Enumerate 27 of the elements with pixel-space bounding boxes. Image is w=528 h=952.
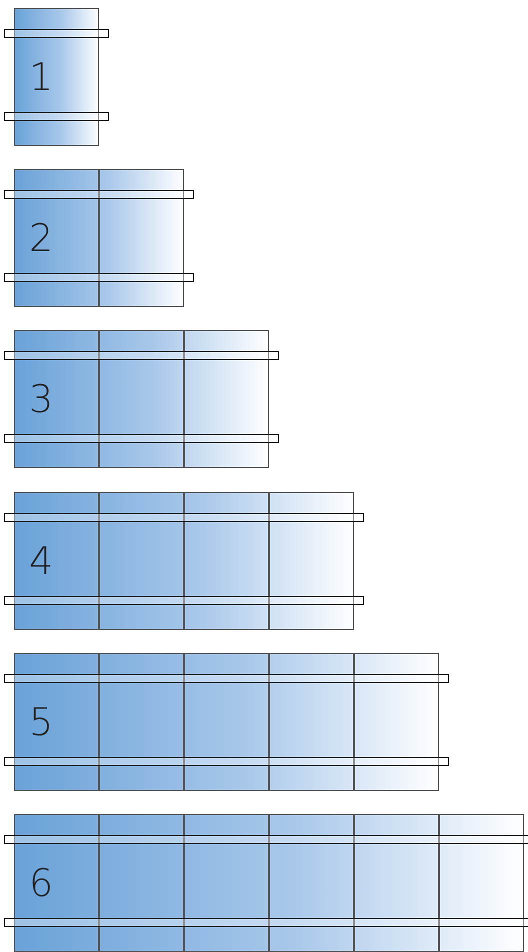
panel-number: 5	[29, 703, 54, 741]
panel	[99, 814, 184, 952]
panel-number: 2	[29, 219, 54, 257]
panel	[184, 653, 269, 791]
panel-number: 4	[29, 542, 54, 580]
panel	[99, 169, 184, 307]
panel	[184, 814, 269, 952]
panel	[184, 492, 269, 630]
panel	[354, 814, 439, 952]
panel	[14, 330, 99, 468]
panel-number: 6	[29, 864, 54, 902]
panel-number: 1	[29, 58, 54, 96]
panel	[99, 653, 184, 791]
panel	[14, 492, 99, 630]
panel	[354, 653, 439, 791]
panel	[269, 814, 354, 952]
panel	[269, 653, 354, 791]
panel	[14, 169, 99, 307]
panel	[14, 814, 99, 952]
panel	[269, 492, 354, 630]
panel	[14, 653, 99, 791]
panel	[184, 330, 269, 468]
panel	[439, 814, 524, 952]
panel-number: 3	[29, 380, 54, 418]
panel	[99, 330, 184, 468]
panel	[14, 8, 99, 146]
panel	[99, 492, 184, 630]
